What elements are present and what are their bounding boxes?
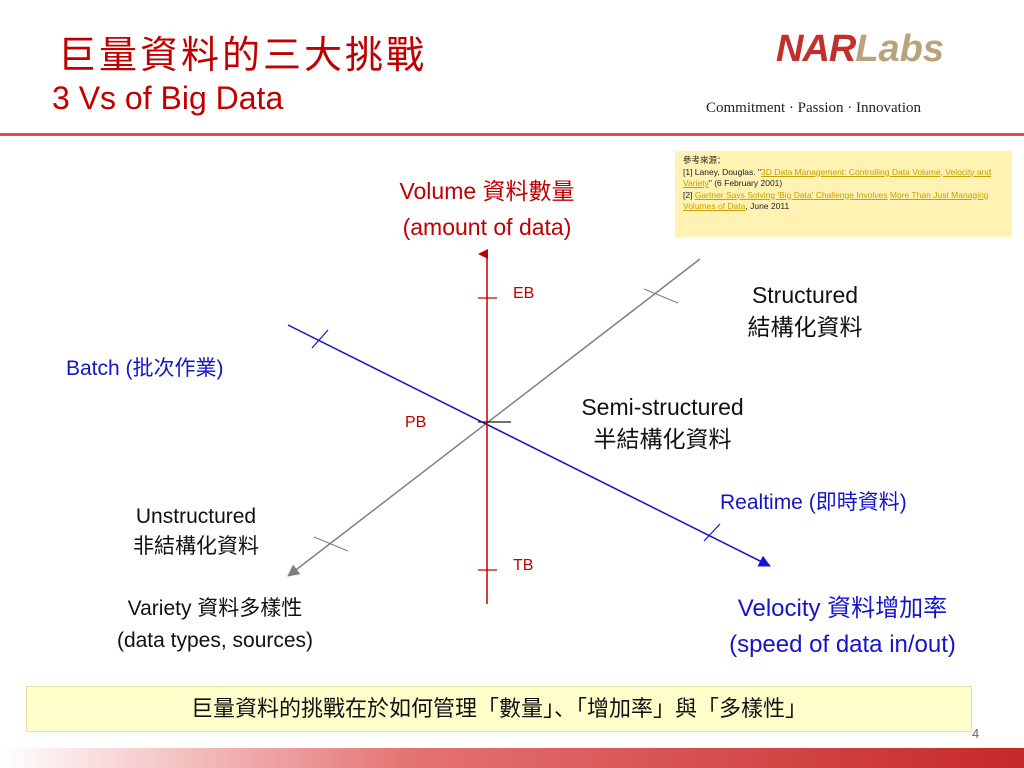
tick-structured (643, 288, 679, 304)
volume-label: Volume 資料數量 (amount of data) (337, 173, 637, 245)
volume-label-line2: (amount of data) (402, 214, 572, 240)
batch-label: Batch (批次作業) (66, 357, 224, 380)
unstructured-label-en: Unstructured (135, 505, 257, 528)
velocity-label: Velocity 資料增加率 (speed of data in/out) (680, 591, 1005, 663)
summary-banner: 巨量資料的挑戰在於如何管理「數量」、「增加率」與「多樣性」 (26, 686, 972, 732)
semi-structured-label-en: Semi-structured (581, 394, 744, 420)
realtime-label: Realtime (即時資料) (720, 491, 907, 514)
tick-label-tb: TB (513, 557, 534, 574)
tick-label-pb: PB (405, 414, 427, 431)
structured-label: Structured 結構化資料 (705, 279, 905, 343)
velocity-label-line1: Velocity 資料增加率 (737, 595, 948, 622)
header-divider (0, 133, 1024, 136)
variety-label-line2: (data types, sources) (116, 629, 314, 652)
reference-1-link[interactable]: 3D Data Management: Controlling Data Vol… (683, 166, 992, 189)
references-box: 參考來源： [1] Laney, Douglas. "3D Data Manag… (675, 151, 1012, 237)
semi-structured-label: Semi-structured 半結構化資料 (540, 391, 785, 455)
reference-2: [2] Gartner Says Solving 'Big Data' Chal… (683, 190, 1004, 213)
unstructured-label-zh: 非結構化資料 (133, 535, 259, 558)
tick-label-eb: EB (513, 285, 535, 302)
tick-realtime (703, 523, 721, 542)
reference-1-prefix: [1] Laney, Douglas. " (683, 166, 761, 177)
page-title-en: 3 Vs of Big Data (52, 80, 284, 116)
logo-nar-text: NAR (776, 28, 856, 70)
reference-2-link-2[interactable]: More Than Just Managing Volumes of Data (683, 189, 989, 212)
footer-band (0, 748, 1024, 768)
narlabs-logo: NARLabs (776, 28, 944, 71)
logo-labs-text: Labs (855, 28, 945, 70)
reference-2-prefix: [2] (683, 189, 695, 200)
variety-label: Variety 資料多樣性 (data types, sources) (60, 593, 370, 657)
volume-label-line1: Volume 資料數量 (399, 178, 575, 204)
page-number: 4 (972, 726, 980, 741)
velocity-axis (287, 324, 771, 567)
reference-1-suffix: " (6 February 2001) (708, 178, 783, 188)
tick-batch (311, 329, 329, 349)
semi-structured-label-zh: 半結構化資料 (593, 426, 732, 452)
reference-2-link-1[interactable]: Gartner Says Solving 'Big Data' Challeng… (694, 189, 888, 200)
variety-label-line1: Variety 資料多樣性 (127, 597, 303, 620)
page-title-zh: 巨量資料的三大挑戰 (58, 33, 428, 77)
reference-2-suffix: , June 2011 (745, 201, 790, 211)
structured-label-zh: 結構化資料 (747, 314, 863, 340)
references-heading: 參考來源： (683, 155, 726, 165)
tick-unstructured (313, 536, 349, 552)
reference-1: [1] Laney, Douglas. "3D Data Management:… (683, 167, 1004, 190)
unstructured-label: Unstructured 非結構化資料 (96, 502, 296, 562)
logo-tagline: Commitment · Passion · Innovation (706, 100, 921, 116)
velocity-label-line2: (speed of data in/out) (729, 631, 956, 658)
structured-label-en: Structured (751, 282, 859, 308)
variety-axis (287, 258, 701, 577)
